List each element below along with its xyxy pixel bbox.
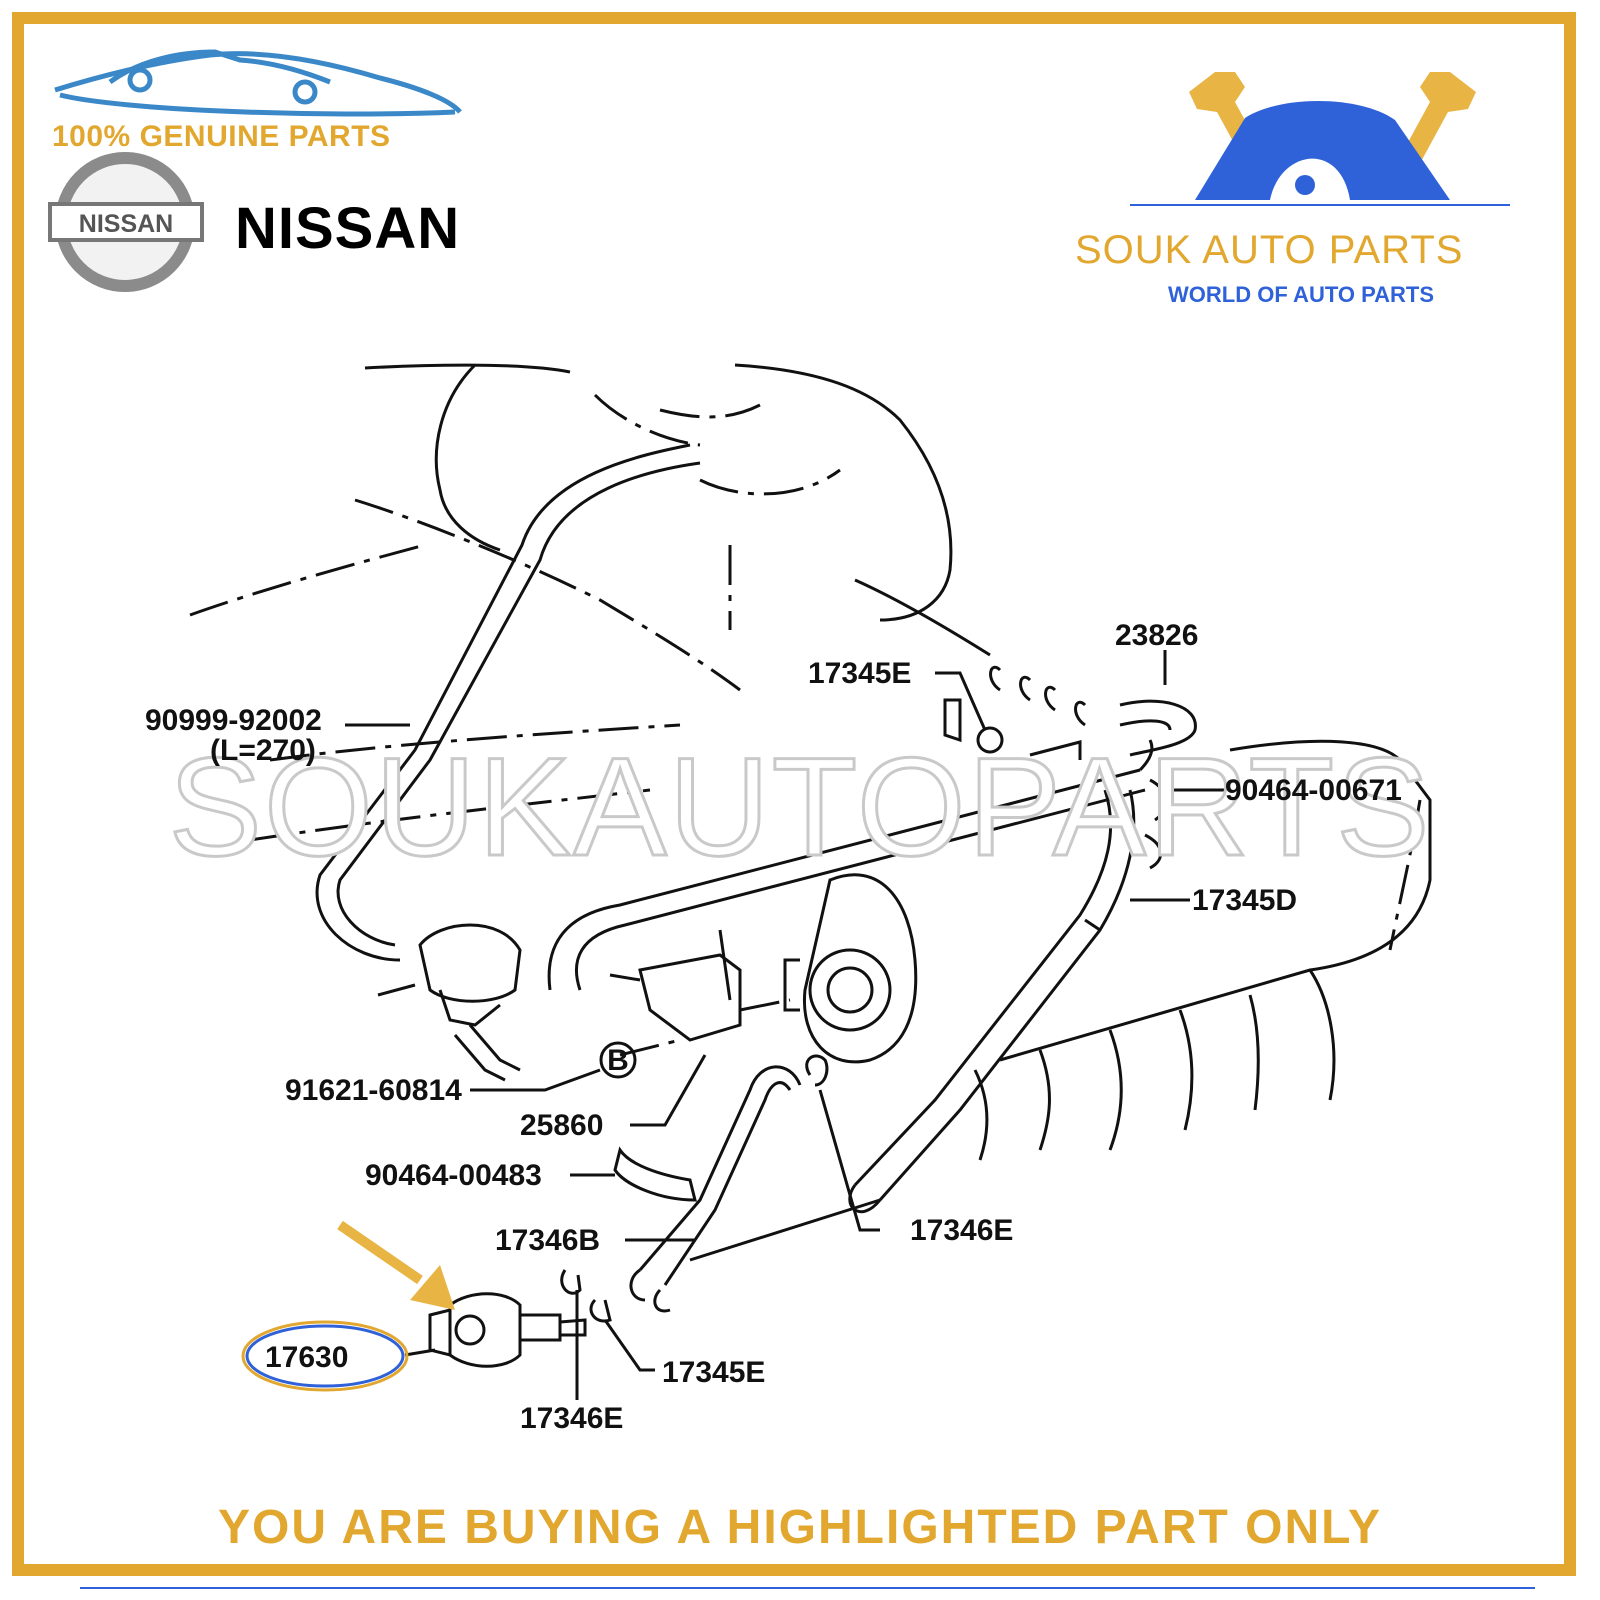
footer-divider [80,1587,1535,1589]
label-90464-00671: 90464-00671 [1225,774,1402,807]
label-17345d: 17345D [1192,884,1297,917]
genuine-parts-text: 100% GENUINE PARTS [52,120,391,153]
label-17346e-bottom: 17346E [520,1402,623,1435]
label-17346b: 17346B [495,1224,600,1257]
nissan-logo-text: NISSAN [79,210,173,238]
highlight-arrow-icon [337,1220,455,1310]
watermark-text: SOUKAUTOPARTS [169,728,1432,885]
brand-name: NISSAN [235,196,461,261]
highlight-ellipse [245,1324,405,1388]
nissan-logo-icon: NISSAN [48,152,204,292]
souk-logo-icon [1130,72,1510,206]
label-length: (L=270) [210,734,316,767]
part-17630-drawing [428,1292,587,1368]
page-border [12,12,1576,1576]
label-17346e-right: 17346E [910,1214,1013,1247]
label-17345e-top: 17345E [808,657,911,690]
label-90464-00483: 90464-00483 [365,1159,542,1192]
label-17630: 17630 [265,1341,348,1374]
seller-tagline: WORLD OF AUTO PARTS [1168,282,1435,307]
parts-diagram [189,363,1432,1400]
label-23826: 23826 [1115,619,1198,652]
footer-note: YOU ARE BUYING A HIGHLIGHTED PART ONLY [217,1501,1383,1554]
label-91621-60814: 91621-60814 [285,1074,462,1107]
label-circle-b: B [607,1044,629,1077]
car-silhouette-icon [54,49,462,117]
label-17345e-bottom: 17345E [662,1356,765,1389]
seller-name: SOUK AUTO PARTS [1075,228,1464,272]
label-25860: 25860 [520,1109,603,1142]
label-90999-92002: 90999-92002 [145,704,322,737]
